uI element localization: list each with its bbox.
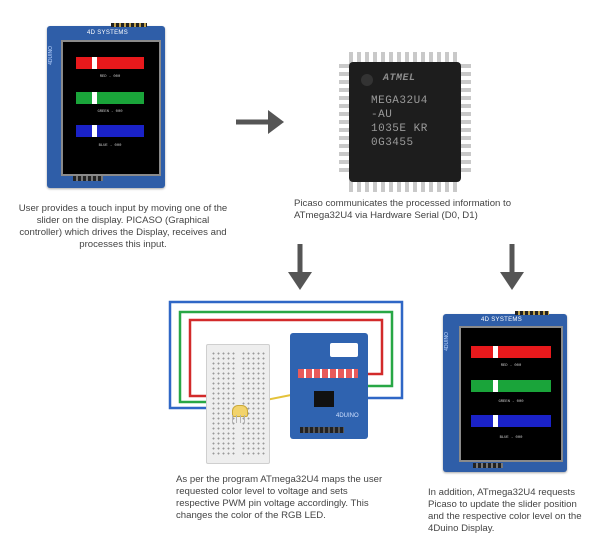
red-slider-label: RED - 000 xyxy=(500,364,522,368)
blue-slider[interactable] xyxy=(471,415,551,427)
board-bottom-header xyxy=(73,176,103,181)
caption-pwm-map: As per the program ATmega32U4 maps the u… xyxy=(176,474,383,521)
arrow-right-icon xyxy=(236,110,284,134)
led-leads xyxy=(232,415,246,423)
board-top-header xyxy=(515,311,549,315)
red-slider[interactable] xyxy=(76,57,144,69)
green-slider[interactable] xyxy=(76,92,144,104)
chip-pins xyxy=(339,52,471,192)
board-side-label: 4DUINO xyxy=(444,332,450,351)
blue-slider-knob[interactable] xyxy=(92,125,97,137)
green-slider[interactable] xyxy=(471,380,551,392)
caption-picaso-comm: Picaso communicates the processed inform… xyxy=(294,198,512,221)
chip-logo: ATMEL xyxy=(383,73,416,84)
caption-update-slider: In addition, ATmega32U4 requests Picaso … xyxy=(428,487,582,534)
chip-pin1-dot xyxy=(361,74,373,86)
board-top-header xyxy=(111,23,147,27)
breadboard xyxy=(206,344,270,464)
wiring-diagram xyxy=(168,300,404,410)
green-slider-knob[interactable] xyxy=(92,92,97,104)
green-slider-label: GREEN - 000 xyxy=(97,110,123,114)
arrow-down-right-icon xyxy=(500,244,524,290)
blue-slider-knob[interactable] xyxy=(493,415,498,427)
chip-line-4: 0G3455 xyxy=(371,137,414,149)
caption-touch-input: User provides a touch input by moving on… xyxy=(18,203,228,250)
red-slider[interactable] xyxy=(471,346,551,358)
bottom-display-board: 4D SYSTEMS 4DUINO RED - 000 GREEN - 000 … xyxy=(443,311,567,472)
arduino-header-row xyxy=(298,369,358,378)
breadboard-holes-right xyxy=(241,351,265,457)
chip-line-2: -AU xyxy=(371,109,393,121)
breadboard-holes-left xyxy=(211,351,235,457)
arrow-down-left-icon xyxy=(288,244,312,290)
chip-line-1: MEGA32U4 xyxy=(371,95,428,107)
top-display-board: 4D SYSTEMS 4DUINO RED - 000 GREEN - 000 … xyxy=(47,23,165,188)
chip-line-3: 1035E KR xyxy=(371,123,428,135)
blue-slider-label: BLUE - 000 xyxy=(98,144,122,148)
arduino-headers-bottom xyxy=(300,427,344,433)
blue-slider-label: BLUE - 000 xyxy=(499,436,523,440)
green-slider-label: GREEN - 000 xyxy=(498,400,524,404)
red-slider-knob[interactable] xyxy=(493,346,498,358)
4duino-board: 4DUINO xyxy=(290,333,368,439)
bottom-display-screen[interactable]: RED - 000 GREEN - 000 BLUE - 000 xyxy=(459,326,563,462)
board-bottom-header xyxy=(473,463,503,468)
blue-slider[interactable] xyxy=(76,125,144,137)
board-logo: 4D SYSTEMS xyxy=(481,317,523,323)
red-slider-label: RED - 000 xyxy=(99,75,121,79)
board-logo: 4D SYSTEMS xyxy=(87,30,129,36)
top-display-screen[interactable]: RED - 000 GREEN - 000 BLUE - 000 xyxy=(61,40,161,176)
arduino-chip xyxy=(314,391,334,407)
atmega32u4-chip: ATMEL MEGA32U4 -AU 1035E KR 0G3455 xyxy=(349,62,461,182)
red-slider-knob[interactable] xyxy=(92,57,97,69)
arduino-white-label xyxy=(330,343,358,357)
arduino-board-label: 4DUINO xyxy=(336,413,359,419)
green-slider-knob[interactable] xyxy=(493,380,498,392)
board-side-label: 4DUINO xyxy=(48,46,54,65)
